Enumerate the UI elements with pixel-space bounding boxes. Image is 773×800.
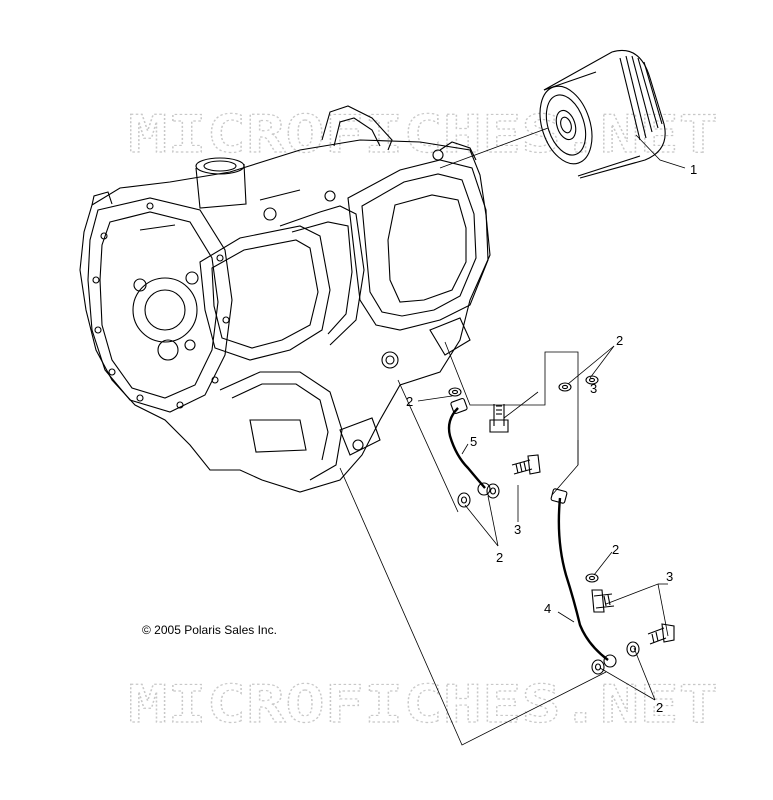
engine-crankcase-icon [79, 105, 491, 493]
callout-5: 5 [470, 434, 477, 449]
centerline-filter [439, 127, 549, 169]
callout-2-upper-right: 2 [616, 333, 623, 348]
callout-3-upper-right: 3 [590, 381, 597, 396]
banjo-bolt-icon [489, 404, 675, 645]
watermark-top: MICROFICHES.NET [128, 105, 718, 165]
callout-2-lower-right: 2 [612, 542, 619, 557]
callout-4: 4 [544, 601, 551, 616]
callout-labels: 1 2 2 2 2 2 3 3 3 4 5 [406, 162, 697, 715]
leader-lines [417, 134, 686, 701]
callout-2-bottom: 2 [656, 700, 663, 715]
assembly-centerlines [339, 341, 607, 746]
oil-line-icon [447, 397, 491, 496]
callout-2-middle: 2 [496, 550, 503, 565]
callout-3-middle: 3 [514, 522, 521, 537]
callout-3-lower-right: 3 [666, 569, 673, 584]
oil-filter-icon [539, 50, 666, 179]
sealing-washer-icon [448, 375, 640, 675]
oil-line-icon [550, 488, 617, 668]
callout-2-left: 2 [406, 394, 413, 409]
callout-1: 1 [690, 162, 697, 177]
copyright-notice: © 2005 Polaris Sales Inc. [142, 623, 277, 637]
watermark-bottom: MICROFICHES.NET [128, 675, 718, 735]
